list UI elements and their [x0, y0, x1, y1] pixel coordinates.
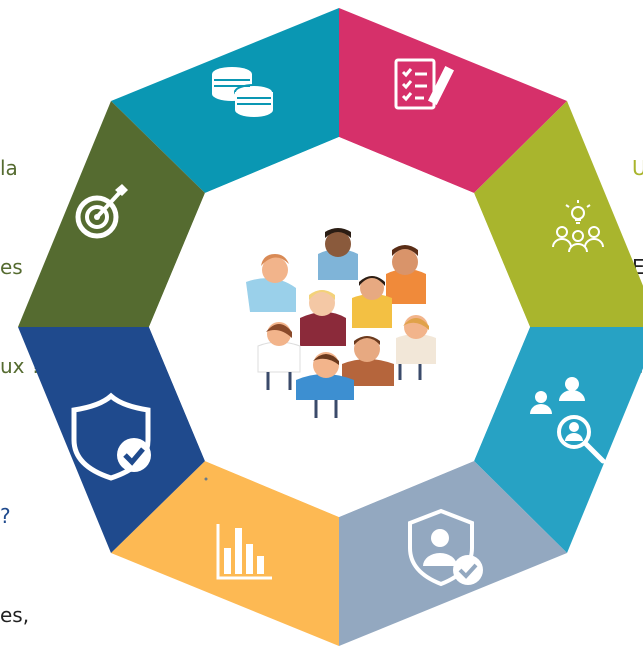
- target-icon: [75, 184, 128, 239]
- bottom-left-line-2: es,: [0, 603, 30, 627]
- checklist-document-icon: [394, 58, 455, 110]
- group-of-people-illustration: [246, 228, 436, 418]
- team-idea-icon: [552, 200, 604, 253]
- segment-user-protect[interactable]: [339, 461, 567, 646]
- top-right-line-1: U: [632, 156, 643, 180]
- segment-security[interactable]: [18, 327, 205, 553]
- top-left-line-1: la: [0, 156, 18, 180]
- people-search-icon: [530, 377, 606, 464]
- segment-document[interactable]: [339, 8, 567, 193]
- user-shield-icon: [408, 508, 483, 587]
- top-right-line-2: E: [632, 255, 643, 279]
- coins-icon: [212, 67, 274, 117]
- octagon-wheel: [18, 8, 643, 646]
- bottom-left-line-1: ?: [0, 504, 11, 528]
- bar-chart-icon: [204, 477, 272, 580]
- segment-goal[interactable]: [18, 101, 205, 327]
- segment-ideas[interactable]: [474, 101, 643, 327]
- shield-check-icon: [71, 392, 151, 481]
- segment-search[interactable]: [474, 327, 643, 553]
- top-left-line-2: es: [0, 255, 23, 279]
- bottom-left-text: ? es,: [0, 434, 29, 665]
